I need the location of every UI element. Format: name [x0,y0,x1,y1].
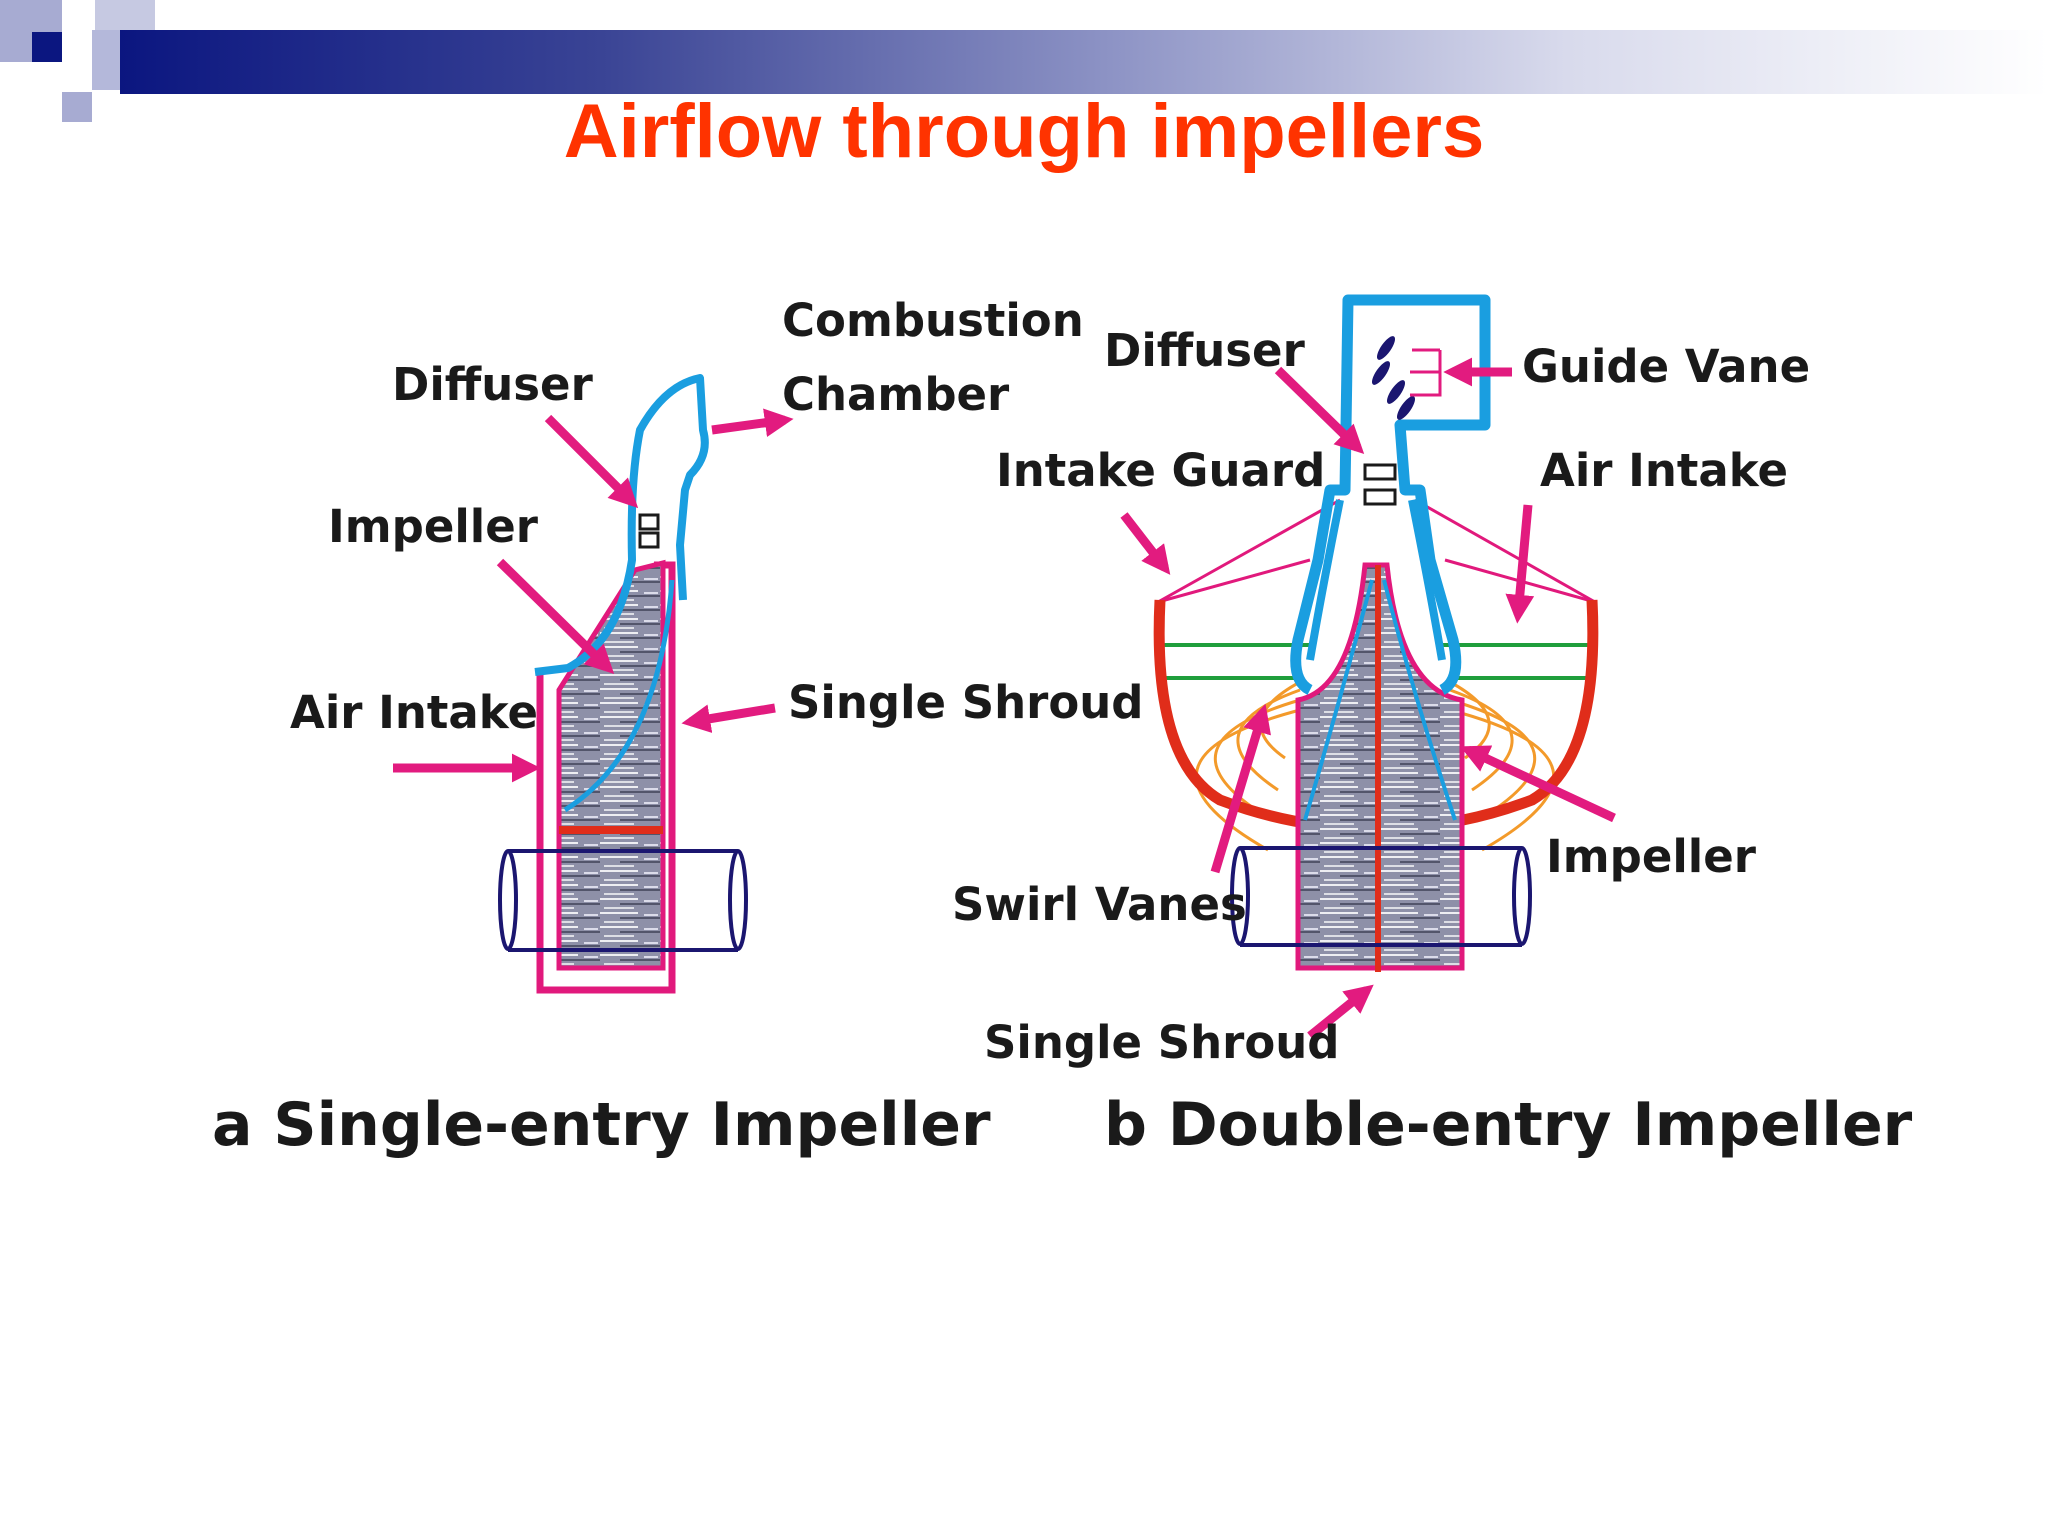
arrow-combustion-chamber [711,408,794,438]
guide-vanes [1371,336,1416,420]
corner-square-light [95,0,155,30]
single-entry-blade-curve [563,579,675,813]
arrow-single-shroud-b [1307,984,1374,1040]
label-guide-vane: Guide Vane [1522,340,1810,393]
corner-square-small [62,92,92,122]
label-impeller-b: Impeller [1546,830,1757,883]
single-entry-impeller-diagram: Combustion Chamber Diffuser Impeller Air… [212,294,1144,1160]
label-chamber: Chamber [782,368,1010,421]
label-single-shroud-b: Single Shroud [984,1016,1340,1069]
slide-title: Airflow through impellers [563,89,1485,174]
double-entry-impeller-diagram: Diffuser Guide Vane Intake Guard Air Int… [952,294,1913,1160]
double-entry-diffuser [1290,294,1491,695]
label-diffuser-a: Diffuser [392,358,594,411]
arrow-impeller-b [1460,745,1616,823]
double-entry-diffuser-slots [1363,463,1397,506]
arrow-swirl-vanes [1210,703,1271,874]
arrow-impeller-a [496,558,615,675]
label-intake-guard: Intake Guard [996,444,1325,497]
guide-vane-flow-arrows [1410,348,1442,397]
double-entry-blade-curves [1303,579,1457,821]
arrow-intake-guard [1120,512,1171,575]
label-diffuser-b: Diffuser [1104,324,1306,377]
double-entry-shaft [1230,846,1532,947]
caption-single-entry: a Single-entry Impeller [212,1090,991,1160]
label-impeller-a: Impeller [328,500,539,553]
arrow-diffuser-b [1274,366,1365,455]
label-air-intake-b: Air Intake [1540,444,1788,497]
label-swirl-vanes: Swirl Vanes [952,878,1247,931]
single-entry-diffuser-slots [638,513,660,549]
single-entry-arrows [393,408,794,783]
corner-square-navy [32,32,62,62]
green-guide-lines [1163,643,1590,680]
caption-double-entry: b Double-entry Impeller [1104,1090,1913,1160]
arrow-diffuser-a [544,414,639,509]
arrow-air-intake-b [1505,504,1535,624]
title-gradient-bar [120,30,2048,94]
single-entry-shroud [536,561,676,994]
label-single-shroud-a: Single Shroud [788,676,1144,729]
arrow-single-shroud-a [681,703,776,733]
label-air-intake-a: Air Intake [290,686,538,739]
single-entry-diffuser [534,374,709,676]
label-combustion: Combustion [782,294,1084,347]
single-entry-shaft [498,849,748,952]
double-entry-arrows [1120,357,1616,1040]
double-entry-diffuser-inner [1306,499,1446,661]
